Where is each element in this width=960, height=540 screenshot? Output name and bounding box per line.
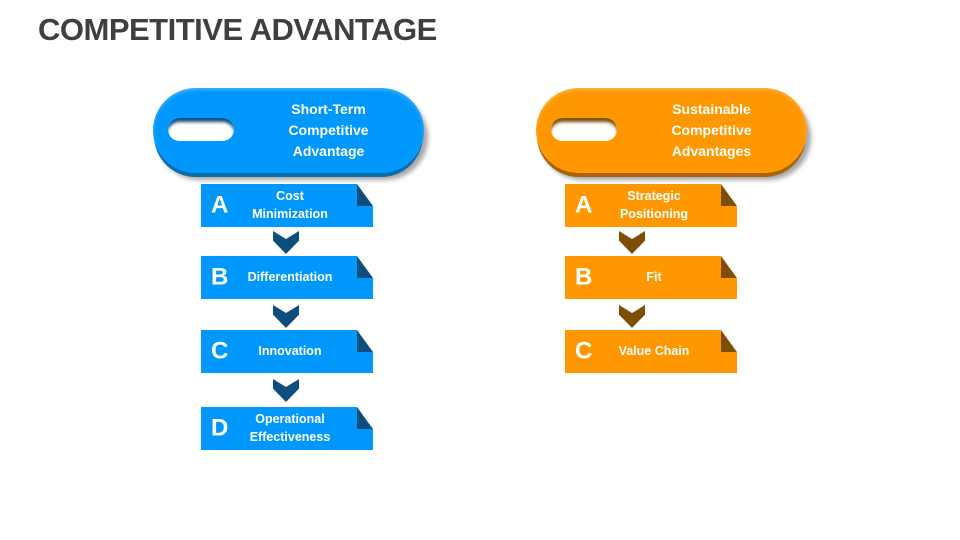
item-label: Differentiation bbox=[247, 269, 333, 284]
item-label: Value Chain bbox=[618, 343, 690, 358]
header-pill-short-term-label: Short-Term Competitive Advantage bbox=[288, 101, 369, 159]
item-label: Strategic Positioning bbox=[619, 189, 689, 221]
folded-corner-icon bbox=[721, 330, 737, 352]
item-letter: B bbox=[575, 263, 593, 291]
item-letter: B bbox=[211, 263, 229, 291]
item-label: Innovation bbox=[258, 343, 322, 358]
list-item-cost-minimization: A Cost Minimization bbox=[201, 184, 373, 227]
folded-corner-icon bbox=[357, 330, 373, 352]
item-letter: C bbox=[211, 337, 229, 365]
item-label: Cost Minimization bbox=[252, 189, 328, 221]
item-letter: D bbox=[211, 414, 229, 442]
list-item-fit: B Fit bbox=[565, 256, 737, 299]
chevron-down-icon bbox=[273, 305, 299, 328]
page-title: COMPETITIVE ADVANTAGE bbox=[38, 12, 437, 47]
folded-corner-icon bbox=[357, 184, 373, 206]
list-item-operational-effectiveness: D Operational Effectiveness bbox=[201, 407, 373, 450]
folded-corner-icon bbox=[357, 407, 373, 429]
header-pill-sustainable-label: Sustainable Competitive Advantages bbox=[671, 101, 752, 159]
chevron-down-icon bbox=[619, 231, 645, 254]
header-pill-sustainable: Sustainable Competitive Advantages bbox=[536, 88, 807, 173]
pill-slot-icon bbox=[551, 118, 617, 141]
pill-slot-icon bbox=[168, 118, 234, 141]
chevron-down-icon bbox=[619, 305, 645, 328]
folded-corner-icon bbox=[357, 256, 373, 278]
folded-corner-icon bbox=[721, 184, 737, 206]
list-item-strategic-positioning: A Strategic Positioning bbox=[565, 184, 737, 227]
list-item-innovation: C Innovation bbox=[201, 330, 373, 373]
item-label: Fit bbox=[646, 269, 662, 284]
list-item-value-chain: C Value Chain bbox=[565, 330, 737, 373]
header-pill-short-term: Short-Term Competitive Advantage bbox=[153, 88, 424, 173]
list-item-differentiation: B Differentiation bbox=[201, 256, 373, 299]
chevron-down-icon bbox=[273, 231, 299, 254]
item-letter: C bbox=[575, 337, 593, 365]
chevron-down-icon bbox=[273, 379, 299, 402]
item-letter: A bbox=[211, 191, 229, 219]
folded-corner-icon bbox=[721, 256, 737, 278]
item-letter: A bbox=[575, 191, 593, 219]
item-label: Operational Effectiveness bbox=[249, 412, 331, 444]
